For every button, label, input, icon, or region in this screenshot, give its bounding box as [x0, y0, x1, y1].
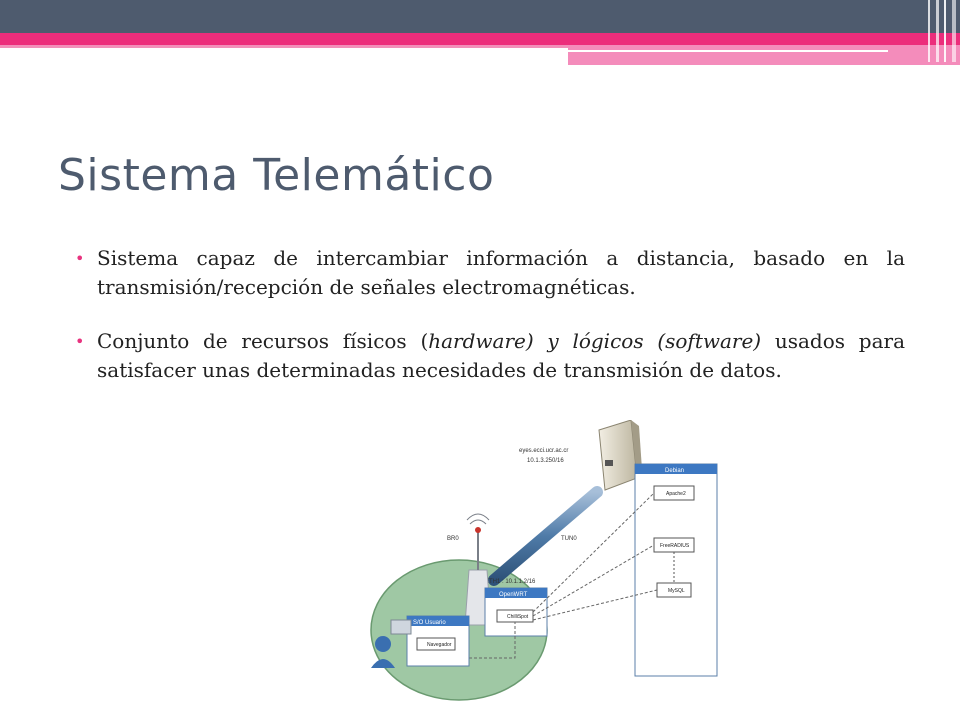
mysql-label: MySQL — [668, 588, 685, 594]
accent-bar — [0, 33, 960, 45]
bullet-text-end: usados para satisfacer unas determinadas… — [97, 329, 905, 382]
decorative-stripes — [928, 0, 956, 62]
navegador-label: Navegador — [427, 642, 452, 648]
bullet-list: • Sistema capaz de intercambiar informac… — [75, 244, 905, 410]
slide-title: Sistema Telemático — [58, 150, 495, 201]
user-icon — [371, 619, 412, 668]
debian-title: Debian — [665, 468, 684, 474]
tun-label: TUN0 — [561, 536, 577, 542]
eth-label: ETH1 : 10.1.1.2/16 — [485, 579, 536, 585]
apache-label: Apache2 — [666, 491, 686, 497]
tunnel-link — [488, 486, 603, 586]
bullet-icon: • — [75, 332, 85, 351]
accent-bar-light — [0, 45, 568, 48]
server-host-label: eyes.ecci.ucr.ac.cr — [519, 448, 568, 454]
bullet-text-start: Conjunto de recursos físicos ( — [97, 329, 429, 353]
accent-divider-line — [568, 50, 888, 52]
so-usuario-title: S/O Usuario — [413, 620, 446, 626]
freeradius-label: FreeRADIUS — [660, 543, 690, 549]
bullet-icon: • — [75, 249, 85, 268]
server-ip-label: 10.1.3.250/16 — [527, 458, 564, 464]
openwrt-title: OpenWRT — [499, 592, 528, 598]
debian-box: Debian Apache2 FreeRADIUS MySQL — [634, 463, 718, 677]
bullet-text-italic: hardware) y lógicos (software) — [428, 329, 762, 353]
so-usuario-box: S/O Usuario Navegador — [406, 615, 470, 667]
bullet-text: Sistema capaz de intercambiar informació… — [97, 246, 905, 299]
bullet-item: • Conjunto de recursos físicos (hardware… — [75, 327, 905, 385]
network-diagram: eyes.ecci.ucr.ac.cr 10.1.3.250/16 Debian… — [370, 420, 718, 701]
chillispot-label: ChilliSpot — [507, 614, 529, 620]
accent-bar-light-right — [568, 45, 960, 65]
openwrt-box: OpenWRT ChilliSpot — [484, 587, 548, 637]
bullet-item: • Sistema capaz de intercambiar informac… — [75, 244, 905, 302]
top-bar — [0, 0, 960, 33]
br-label: BR0 — [447, 536, 459, 542]
